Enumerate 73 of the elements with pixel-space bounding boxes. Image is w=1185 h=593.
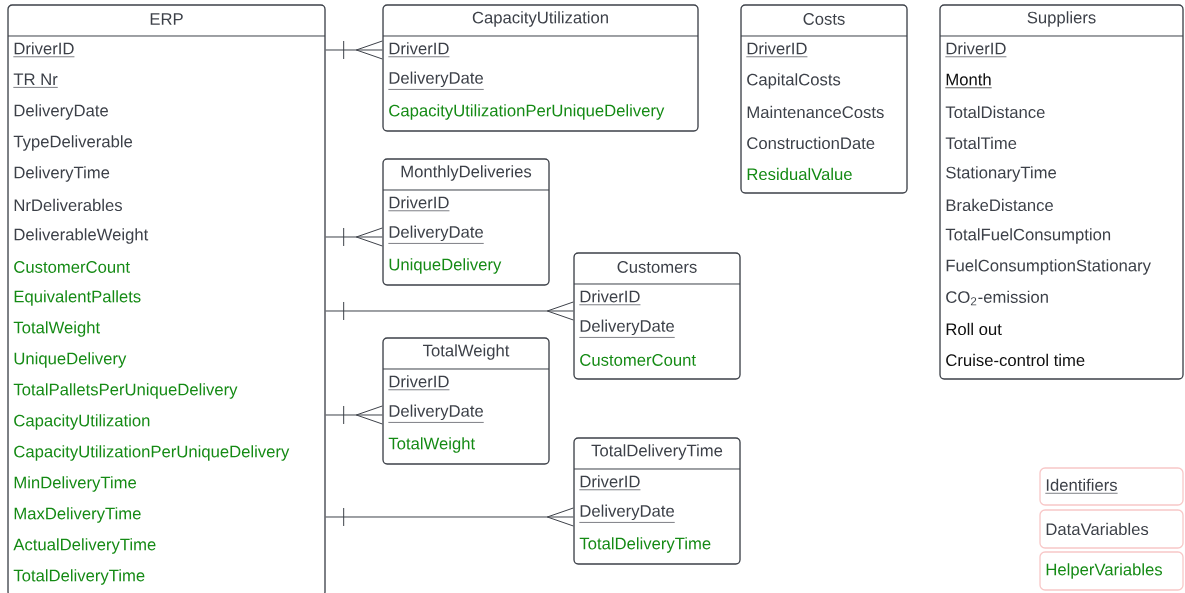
field-name: CustomerCount [580, 354, 696, 366]
field-name: TotalPalletsPerUniqueDelivery [13, 383, 238, 399]
field-name: TypeDeliverable [13, 135, 133, 151]
field-name: MaxDeliveryTime [14, 507, 141, 523]
legend-box: Identifiers [1039, 467, 1184, 506]
entity-table [573, 252, 741, 380]
field-name: CapacityUtilizationPerUniqueDelivery [389, 104, 665, 120]
entity-table [382, 337, 550, 465]
table-title: Costs [803, 13, 845, 25]
field-name: DeliveryTime [14, 166, 110, 182]
field-name: MaintenanceCosts [747, 105, 884, 119]
field-name: EquivalentPallets [14, 290, 141, 306]
field-name: DeliverableWeight [14, 228, 149, 244]
table-title: TotalDeliveryTime [591, 444, 723, 460]
table-title: CapacityUtilization [472, 11, 608, 27]
field-name: Cruise-control time [946, 353, 1085, 367]
table-title: TotalWeight [423, 344, 510, 360]
field-name: TotalDeliveryTime [579, 537, 711, 553]
field-name: MinDeliveryTime [14, 476, 137, 492]
field-name: Roll out [946, 322, 1002, 336]
table-title: ERP [150, 13, 183, 25]
field-name: DriverID [13, 42, 75, 58]
entity-table [573, 437, 741, 565]
field-name: DeliveryDate [388, 225, 485, 244]
field-name: TotalFuelConsumption [945, 228, 1111, 244]
field-name: TotalWeight [388, 437, 475, 453]
entity-table [740, 4, 908, 194]
legend-box: HelperVariables [1039, 551, 1184, 591]
field-name: CustomerCount [14, 261, 130, 273]
entity-table [7, 4, 326, 593]
relationship-line [325, 301, 574, 321]
relationship-line [325, 227, 383, 247]
field-name: DeliveryDate [579, 319, 676, 338]
field-name: BrakeDistance [946, 198, 1053, 212]
field-name: DriverID [945, 42, 1007, 58]
table-title: MonthlyDeliveries [401, 165, 532, 181]
field-name: UniqueDelivery [14, 352, 127, 368]
field-name: DeliveryDate [14, 104, 108, 120]
field-name: DeliveryDate [579, 504, 676, 523]
field-name: UniqueDelivery [389, 258, 502, 274]
field-name: CapacityUtilization [14, 414, 150, 430]
field-name: DriverID [388, 375, 450, 391]
field-name: ActualDeliveryTime [13, 538, 156, 554]
entity-table [382, 158, 550, 286]
field-name: TotalWeight [13, 321, 100, 337]
field-name: DeliveryDate [388, 404, 485, 423]
field-name: CapitalCosts [747, 73, 841, 89]
relationship-line [325, 507, 574, 527]
field-name: TotalDeliveryTime [13, 569, 145, 585]
field-name: TotalDistance [945, 105, 1045, 119]
field-name: TR Nr [13, 73, 59, 88]
entity-table [939, 4, 1184, 380]
field-name: Month [945, 73, 992, 89]
field-name: DriverID [746, 42, 808, 58]
field-name: DeliveryDate [388, 71, 485, 90]
entity-table [382, 4, 699, 132]
legend-box: DataVariables [1039, 509, 1184, 549]
field-name: DriverID [388, 42, 450, 58]
field-name: NrDeliverables [14, 198, 122, 212]
relationship-line [325, 40, 383, 60]
field-name: StationaryTime [946, 166, 1057, 182]
field-name: CapacityUtilizationPerUniqueDelivery [14, 445, 290, 461]
table-title: Suppliers [1027, 11, 1096, 27]
field-name: ConstructionDate [747, 136, 875, 150]
field-name: FuelConsumptionStationary [946, 259, 1151, 275]
relationship-line [325, 405, 383, 425]
field-name: CO$_{2}$-emission [946, 290, 1048, 306]
field-name: DriverID [579, 475, 641, 491]
field-name: TotalTime [945, 136, 1017, 150]
field-name: DriverID [388, 196, 450, 212]
field-name: ResidualValue [747, 167, 852, 181]
table-title: Customers [617, 261, 697, 273]
field-name: DriverID [579, 290, 641, 306]
